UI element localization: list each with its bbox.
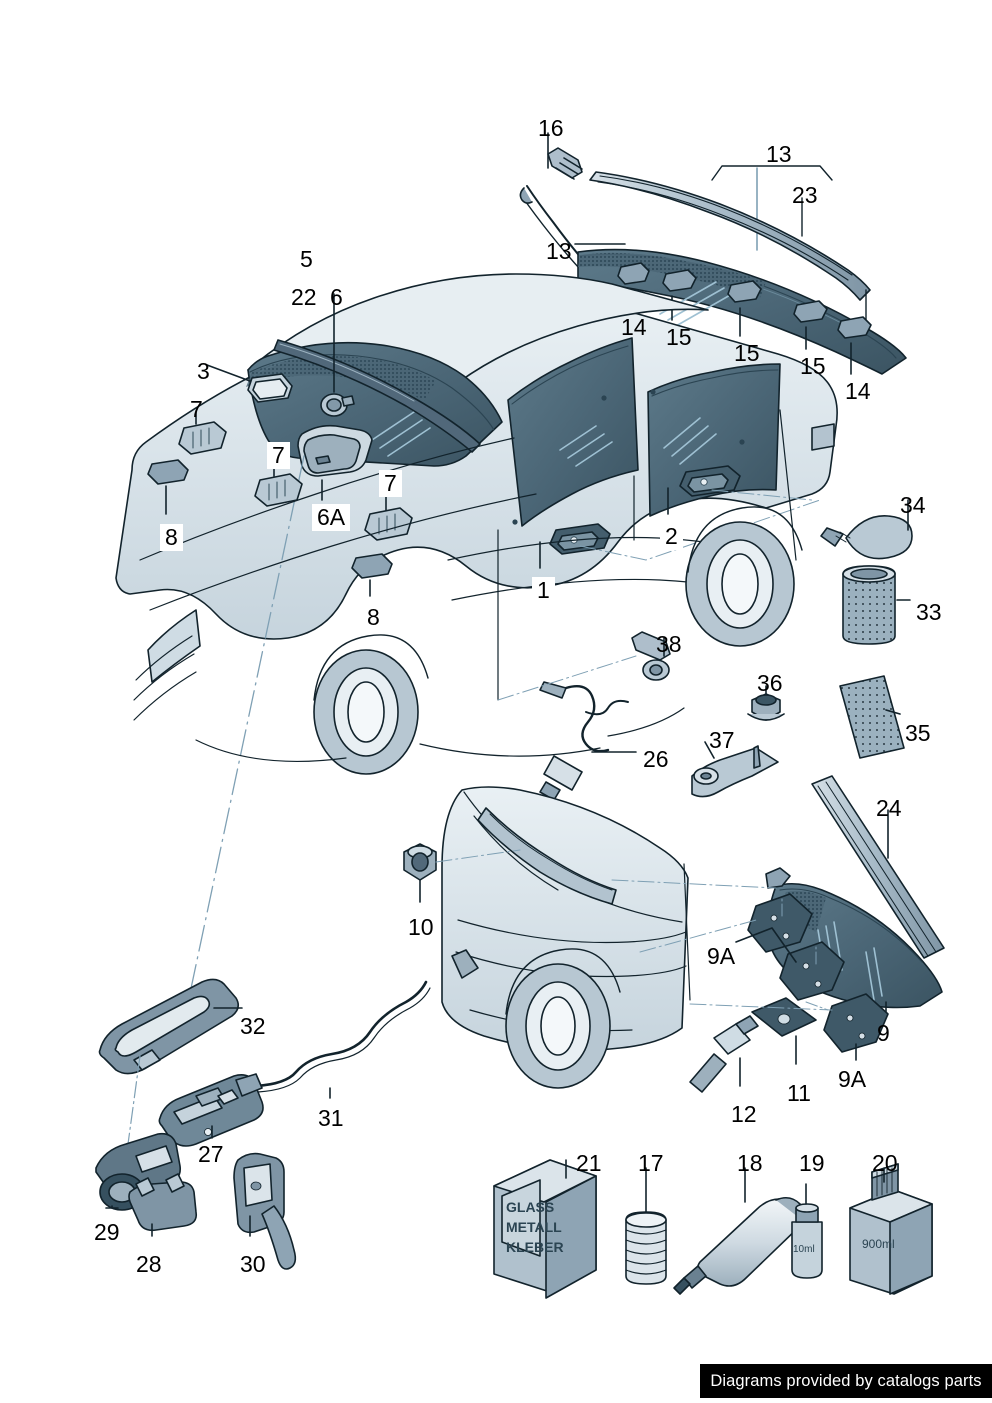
callout-label-21: 21 [576,1150,602,1176]
callout-label-35: 35 [905,720,931,746]
callout-label-7: 7 [190,396,203,422]
callout-label-29: 29 [94,1219,120,1245]
callout-label-11: 11 [787,1080,811,1106]
callout-label-31: 31 [318,1105,344,1131]
callout-label-2: 2 [660,523,683,550]
callout-label-13: 13 [766,141,792,167]
callout-label-26: 26 [643,746,669,772]
glue-box-line3: KLEBER [506,1239,564,1255]
callout-label-18: 18 [737,1150,763,1176]
callout-label-14: 14 [845,378,871,404]
callout-label-36: 36 [757,670,783,696]
callout-label-16: 16 [538,115,564,141]
callout-label-14: 14 [621,314,647,340]
callout-label-8: 8 [362,604,385,631]
callout-label-15: 15 [800,353,826,379]
callout-label-1: 1 [532,577,555,604]
callout-label-10: 10 [408,914,434,940]
callout-label-13: 13 [546,238,572,264]
small-bottle-volume: 10ml [793,1244,815,1255]
callout-label-15: 15 [734,340,760,366]
glue-box-line1: GLASS [506,1199,554,1215]
callout-label-27: 27 [198,1141,224,1167]
callout-label-38: 38 [656,631,682,657]
callout-label-33: 33 [916,599,942,625]
callout-label-9a: 9A [838,1066,867,1092]
large-bottle-volume: 900ml [862,1237,895,1251]
callout-label-19: 19 [799,1150,825,1176]
callout-label-12: 12 [731,1101,757,1127]
callout-label-7: 7 [379,470,402,497]
callout-label-34: 34 [900,492,926,518]
callout-label-37: 37 [709,727,735,753]
callout-label-23: 23 [792,182,818,208]
callout-label-7: 7 [267,442,290,469]
footer-text: Diagrams provided by catalogs parts [710,1371,982,1390]
footer-banner: Diagrams provided by catalogs parts [700,1364,992,1398]
callout-label-9: 9 [877,1020,890,1046]
callout-label-17: 17 [638,1150,664,1176]
callout-label-24: 24 [876,795,902,821]
callout-label-8: 8 [160,524,183,551]
glue-box-line2: METALL [506,1219,562,1235]
callout-label-15: 15 [666,324,692,350]
callout-label-6: 6 [330,284,343,310]
callout-label-30: 30 [240,1251,266,1277]
callout-label-32: 32 [240,1013,266,1039]
callout-label-5: 5 [300,246,313,272]
callout-label-6a: 6A [312,504,351,531]
callout-label-3: 3 [197,358,210,384]
callout-label-9a: 9A [707,943,736,969]
callout-label-20: 20 [872,1150,898,1176]
callout-label-22: 22 [291,284,317,310]
callout-label-28: 28 [136,1251,162,1277]
